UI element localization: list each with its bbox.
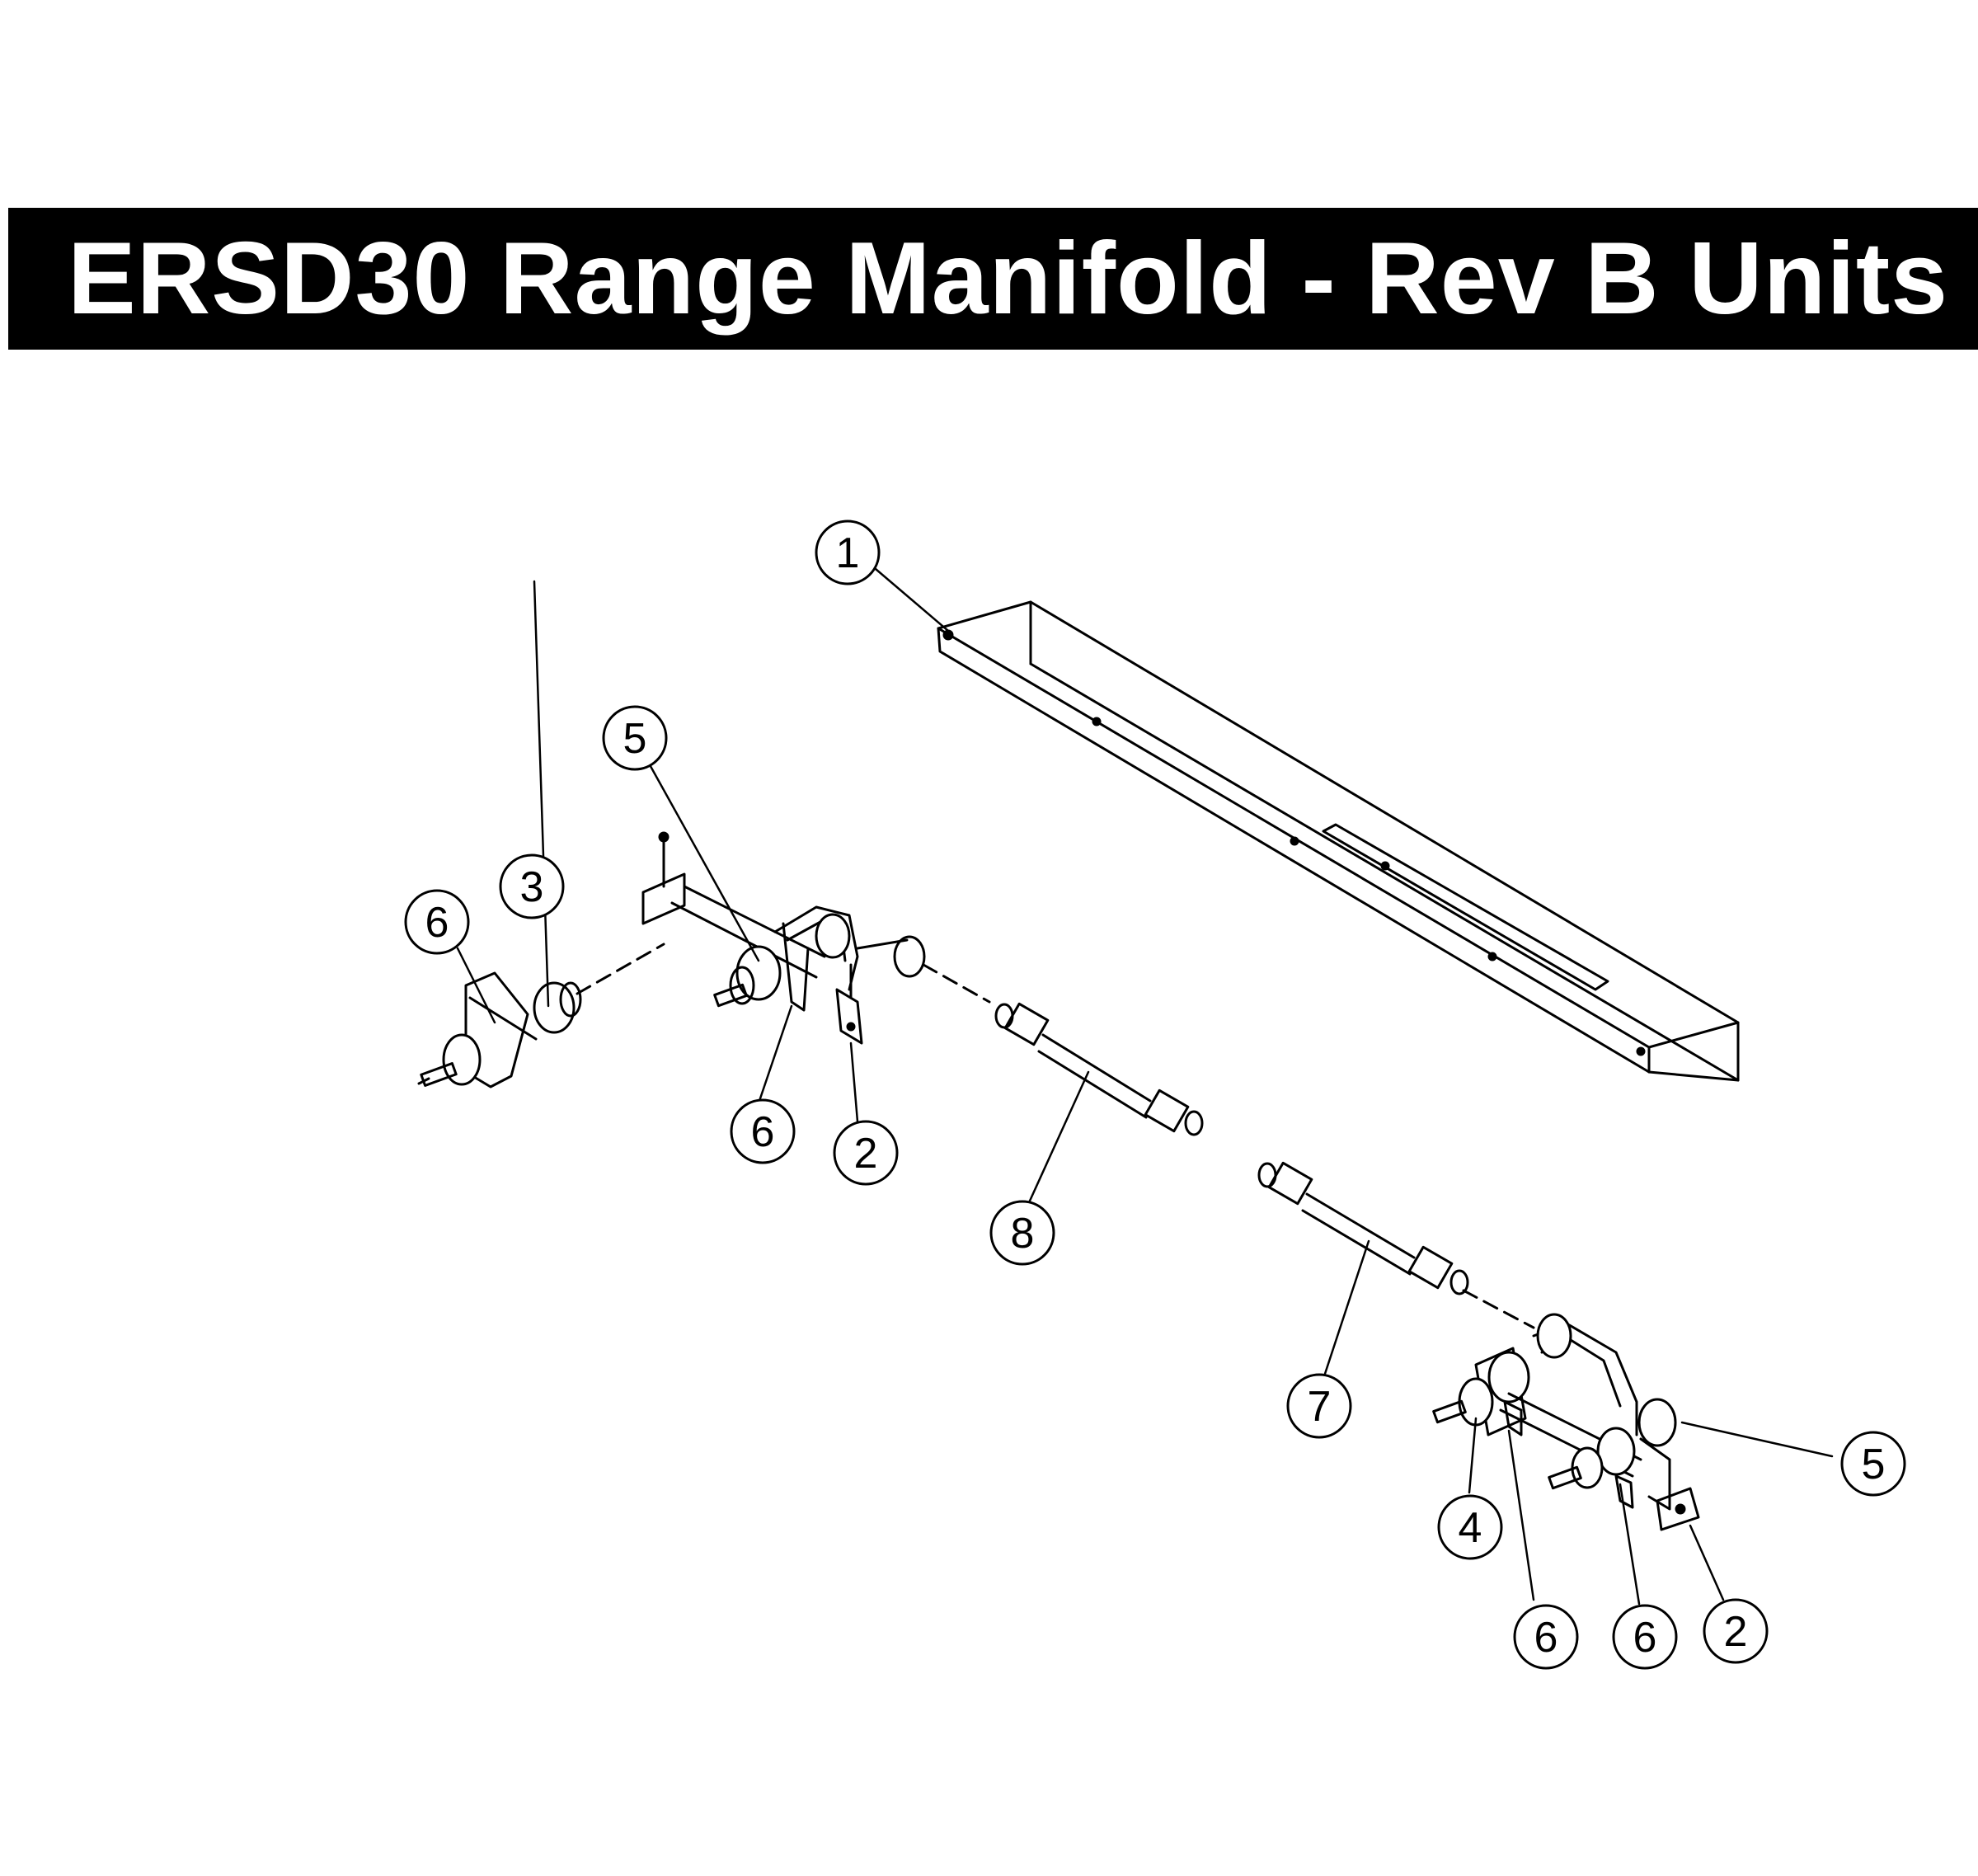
callout-6-right-a: 6	[1513, 1604, 1579, 1670]
callout-2-center: 2	[833, 1120, 899, 1186]
tube-7	[1257, 1161, 1535, 1329]
callout-3: 3	[499, 853, 565, 919]
callout-5-upper: 5	[602, 705, 668, 771]
center-valve-assembly	[641, 831, 991, 1045]
svg-text:2: 2	[1724, 1608, 1748, 1656]
page-title: ERSD30 Range Manifold - Rev B Units	[68, 222, 1949, 336]
svg-text:2: 2	[854, 1130, 878, 1178]
manifold-channel	[937, 600, 1740, 1082]
svg-text:1: 1	[836, 529, 860, 577]
callout-5-lower: 5	[1840, 1431, 1906, 1497]
svg-text:5: 5	[1862, 1441, 1886, 1488]
svg-text:6: 6	[751, 1108, 775, 1156]
callout-4: 4	[1437, 1494, 1503, 1560]
svg-text:3: 3	[520, 863, 544, 911]
callout-1: 1	[815, 520, 881, 585]
right-valve-assembly	[1432, 1313, 1700, 1531]
svg-text:5: 5	[623, 715, 647, 763]
svg-text:6: 6	[425, 899, 449, 947]
svg-text:4: 4	[1459, 1504, 1482, 1552]
leader-lines	[456, 567, 1834, 1606]
svg-text:8: 8	[1011, 1210, 1035, 1258]
callout-6-left: 6	[404, 889, 470, 955]
callout-7: 7	[1286, 1373, 1352, 1439]
svg-text:7: 7	[1308, 1383, 1332, 1431]
svg-text:6: 6	[1633, 1614, 1657, 1662]
left-valve-assembly	[417, 943, 665, 1088]
callout-6-center: 6	[730, 1098, 796, 1164]
svg-text:6: 6	[1534, 1614, 1558, 1662]
tube-8	[994, 1002, 1204, 1136]
callout-6-right-b: 6	[1612, 1604, 1678, 1670]
callout-2-right: 2	[1703, 1598, 1769, 1664]
callout-8: 8	[989, 1200, 1055, 1266]
title-banner: ERSD30 Range Manifold - Rev B Units	[8, 208, 1978, 350]
